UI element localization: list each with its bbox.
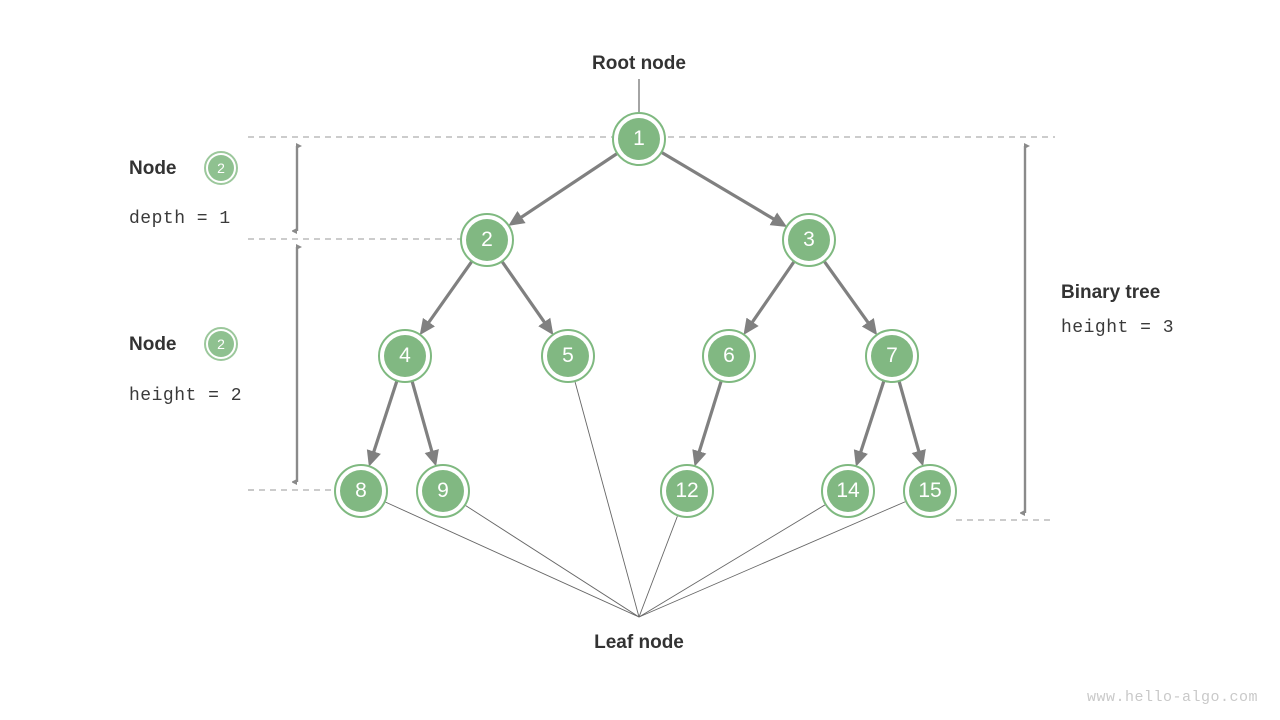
tree-node-7: 7 (865, 329, 919, 383)
tree-node-12: 12 (660, 464, 714, 518)
leaf-leader-lines (385, 381, 906, 618)
node-depth-title: Node (129, 158, 177, 179)
node-ring (782, 213, 836, 267)
node-value: 2 (466, 219, 508, 261)
node-ring (334, 464, 388, 518)
site-watermark: www.hello-algo.com (1086, 689, 1258, 706)
edge-6-to-12 (692, 380, 723, 467)
leader-from-15 (638, 501, 906, 618)
node-value: 3 (788, 219, 830, 261)
node-value: 14 (827, 470, 869, 512)
node-height-badge: 2 (204, 327, 238, 361)
node-ring (378, 329, 432, 383)
badge-ring (204, 327, 238, 361)
node-depth-badge: 2 (204, 151, 238, 185)
node-ring (660, 464, 714, 518)
leader-from-14 (638, 504, 826, 618)
leader-from-9 (465, 505, 640, 618)
node-height-detail: height = 2 (129, 386, 243, 406)
edge-7-to-14 (853, 380, 886, 467)
badge-ring (204, 151, 238, 185)
tree-node-4: 4 (378, 329, 432, 383)
tree-node-15: 15 (903, 464, 957, 518)
node-depth-detail: depth = 1 (129, 209, 231, 229)
tree-node-5: 5 (541, 329, 595, 383)
node-height-title: Node (129, 334, 177, 355)
leader-from-5 (574, 381, 640, 618)
leader-from-8 (385, 501, 640, 618)
node-ring (612, 112, 666, 166)
tree-edges (366, 150, 926, 467)
dashed-guide-lines (248, 136, 1055, 521)
node-value: 6 (708, 335, 750, 377)
tree-node-8: 8 (334, 464, 388, 518)
tree-node-9: 9 (416, 464, 470, 518)
badge-value: 2 (208, 331, 234, 357)
tree-height-detail: height = 3 (1061, 318, 1175, 338)
node-ring (903, 464, 957, 518)
leaf-node-label: Leaf node (594, 632, 684, 653)
edge-3-to-6 (743, 260, 796, 335)
node-ring (541, 329, 595, 383)
edge-4-to-8 (366, 380, 399, 467)
node-value: 8 (340, 470, 382, 512)
edge-2-to-4 (419, 260, 474, 336)
edge-3-to-7 (822, 260, 878, 336)
measure-arrows (297, 146, 1025, 513)
leader-from-12 (638, 516, 678, 618)
node-ring (702, 329, 756, 383)
node-value: 12 (666, 470, 708, 512)
node-value: 15 (909, 470, 951, 512)
tree-node-14: 14 (821, 464, 875, 518)
node-ring (865, 329, 919, 383)
tree-node-1: 1 (612, 112, 666, 166)
tree-height-title: Binary tree (1061, 282, 1161, 303)
node-value: 4 (384, 335, 426, 377)
node-value: 5 (547, 335, 589, 377)
root-node-label: Root node (592, 53, 686, 74)
edge-1-to-3 (660, 150, 788, 227)
node-value: 1 (618, 118, 660, 160)
node-value: 7 (871, 335, 913, 377)
edge-4-to-9 (410, 380, 439, 467)
node-ring (460, 213, 514, 267)
edge-1-to-2 (508, 152, 619, 226)
node-ring (821, 464, 875, 518)
edge-2-to-5 (500, 260, 554, 336)
node-ring (416, 464, 470, 518)
badge-value: 2 (208, 155, 234, 181)
tree-node-6: 6 (702, 329, 756, 383)
node-value: 9 (422, 470, 464, 512)
edge-7-to-15 (897, 380, 926, 467)
tree-node-2: 2 (460, 213, 514, 267)
tree-node-3: 3 (782, 213, 836, 267)
